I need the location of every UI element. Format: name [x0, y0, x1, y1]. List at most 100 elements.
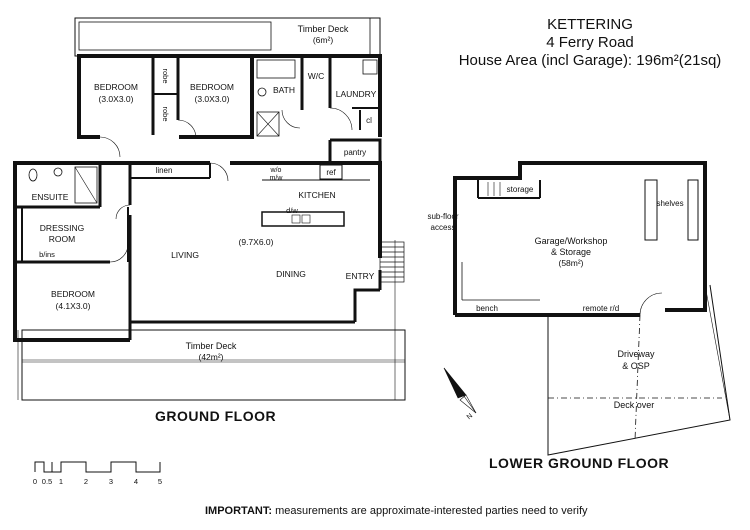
robe1-label: robe [161, 68, 170, 83]
bins-label: b/ins [39, 250, 55, 259]
storage-label: storage [507, 185, 534, 194]
scale-tick: 2 [84, 477, 88, 486]
deck-top-label: Timber Deck [298, 24, 349, 34]
garage-door-arc [639, 292, 663, 316]
garage-label-1: Garage/Workshop [535, 236, 608, 246]
shelves-unit [644, 179, 658, 241]
driveway-outline [547, 284, 731, 456]
deck-top-size: (6m²) [313, 35, 333, 45]
bedroom-wing-wall-right [179, 54, 254, 139]
kitchen-label: KITCHEN [298, 190, 335, 200]
entry-label: ENTRY [346, 271, 375, 281]
bedroom1-size: (3.0X3.0) [99, 94, 134, 104]
entry-wall [353, 288, 380, 322]
bedroom2-size: (3.0X3.0) [195, 94, 230, 104]
subfloor-label-2: access [431, 223, 456, 232]
island-sink-2 [301, 214, 311, 224]
kitchen-wall-top [230, 161, 382, 258]
scale-tick: 3 [109, 477, 113, 486]
north-arrow-icon [443, 367, 477, 414]
island-sink-1 [291, 214, 301, 224]
robe2-label: robe [161, 106, 170, 121]
cl-label: cl [366, 116, 372, 125]
address-line: 4 Ferry Road [546, 34, 634, 51]
door-arc [109, 243, 129, 263]
suburb-title: KETTERING [547, 16, 633, 33]
dw-label: d/w [286, 206, 298, 215]
shower [256, 111, 280, 137]
ref-label: ref [326, 168, 336, 177]
main-deck [21, 329, 406, 401]
scale-tick: 1 [59, 477, 63, 486]
top-deck-inner [78, 21, 272, 51]
dining-label: DINING [276, 269, 306, 279]
scale-tick: 0 [33, 477, 37, 486]
property-header: KETTERING 4 Ferry Road House Area (incl … [440, 16, 740, 70]
scale-tick: 5 [158, 477, 162, 486]
disclaimer-important: IMPORTANT: [205, 505, 273, 517]
ensuite-shower [74, 166, 98, 204]
shelves-label: shelves [656, 199, 683, 208]
left-wing-wall [13, 161, 130, 342]
laundry-label: LAUNDRY [336, 89, 377, 99]
door-arc [281, 109, 301, 129]
living-label: LIVING [171, 250, 199, 260]
subfloor-label-1: sub-floor [427, 212, 458, 221]
shelves-unit-2 [687, 179, 699, 241]
bathtub [256, 59, 296, 79]
kitchen-island [261, 211, 345, 227]
pantry-wall [330, 138, 382, 165]
laundry-tub [362, 59, 378, 75]
bedroom1-label: BEDROOM [94, 82, 138, 92]
linen-label: linen [156, 166, 173, 175]
door-arc [177, 119, 197, 139]
garage-label-3: (58m²) [558, 258, 583, 268]
driveway-label-2: & OSP [622, 361, 650, 371]
ensuite-label: ENSUITE [32, 192, 69, 202]
door-arc [115, 204, 131, 220]
bath-wall [252, 54, 382, 137]
living-size: (9.7X6.0) [239, 237, 274, 247]
pantry-label: pantry [344, 148, 366, 157]
driveway-label-1: Driveway [617, 349, 655, 359]
ensuite-basin [53, 167, 63, 177]
entry-stairs [379, 241, 405, 283]
wo-label: w/o [270, 167, 282, 174]
scale-tick: 0.5 [42, 477, 52, 486]
door-arc [99, 136, 121, 158]
lower-stairs [487, 182, 501, 196]
basin [257, 87, 267, 97]
deck-over-label: Deck over [614, 400, 655, 410]
ground-floor-title: GROUND FLOOR [155, 408, 277, 424]
lower-floor-plan [453, 161, 731, 456]
bedroom3-size: (4.1X3.0) [56, 301, 91, 311]
door-arc [329, 107, 353, 131]
disclaimer-text: measurements are approximate-interested … [272, 505, 588, 517]
scale-tick: 4 [134, 477, 138, 486]
deck-main-label: Timber Deck [186, 341, 237, 351]
fridge-space [319, 164, 343, 180]
north-label: N [466, 413, 474, 422]
driveway-dash [634, 314, 641, 441]
scale-bar [34, 461, 161, 473]
mw-label: m/w [270, 175, 284, 182]
dressing-label-2: ROOM [49, 234, 75, 244]
ground-floor-labels: Timber Deck (6m²) BEDROOM (3.0X3.0) robe… [32, 24, 377, 362]
bench-label: bench [476, 304, 498, 313]
remote-label: remote r/d [583, 304, 619, 313]
house-area: House Area (incl Garage): 196m²(21sq) [458, 52, 722, 69]
bath-label: BATH [273, 85, 295, 95]
dressing-label-1: DRESSING [40, 223, 84, 233]
garage-wall [453, 161, 707, 315]
ensuite-toilet [28, 168, 38, 182]
wc-label: W/C [308, 71, 325, 81]
disclaimer: IMPORTANT: measurements are approximate-… [205, 505, 588, 517]
lower-floor-labels: storage shelves sub-floor access Garage/… [427, 185, 683, 410]
ground-floor-plan [13, 17, 406, 401]
lower-floor-title: LOWER GROUND FLOOR [489, 455, 670, 471]
bedroom2-label: BEDROOM [190, 82, 234, 92]
bedroom3-label: BEDROOM [51, 289, 95, 299]
deck-main-size: (42m²) [198, 352, 223, 362]
garage-label-2: & Storage [551, 247, 591, 257]
